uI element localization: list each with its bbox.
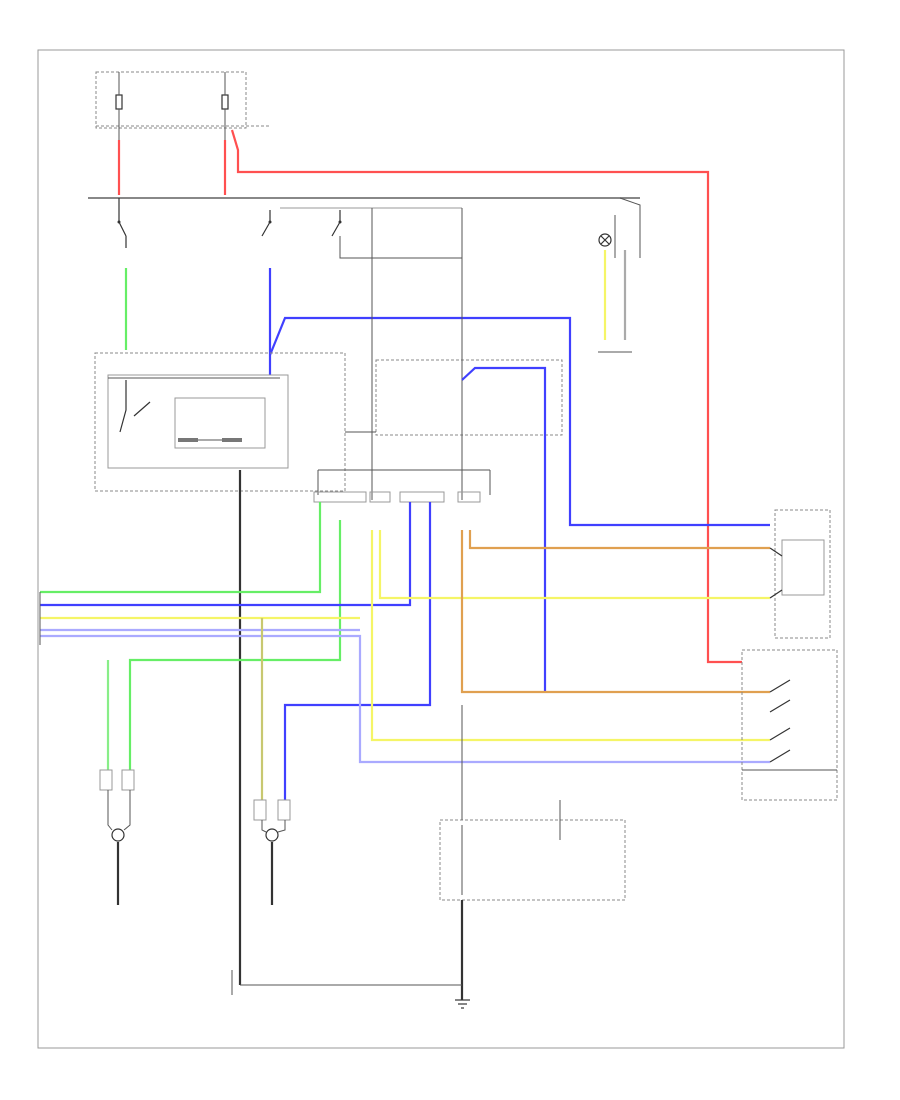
lamp-icon xyxy=(598,233,612,247)
fuse-icon xyxy=(115,94,229,110)
switch-contact-icon xyxy=(117,198,342,248)
diagram-frame xyxy=(37,49,845,1049)
red-wire-supply xyxy=(117,129,742,664)
right-module-bottom xyxy=(741,649,838,801)
bottom-module xyxy=(439,800,626,901)
connector-icon xyxy=(313,491,481,503)
control-module xyxy=(94,352,346,492)
lamp-icon xyxy=(99,769,291,842)
right-module-top xyxy=(769,509,831,639)
ground-symbol-icon xyxy=(231,970,470,1009)
relay-block xyxy=(317,359,563,495)
fuse-block-top xyxy=(95,71,270,140)
